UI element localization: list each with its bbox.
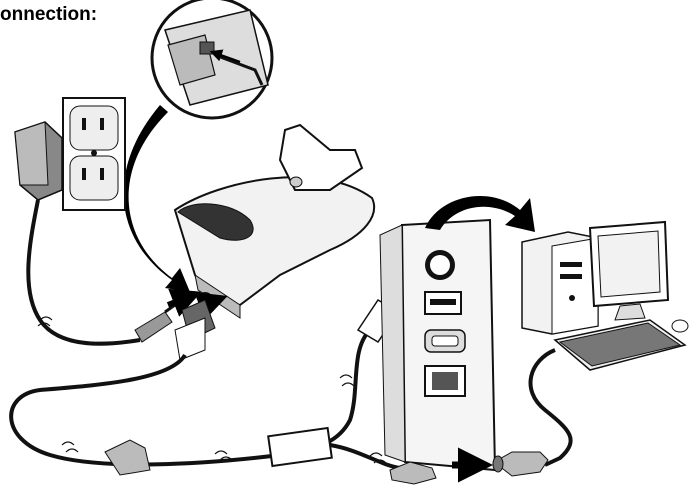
usb-port-icon (424, 291, 462, 315)
ethernet-port-icon (424, 365, 466, 397)
cable-break-marks (37, 316, 387, 464)
serial-port-icon (424, 329, 466, 353)
magnified-jack-inset (150, 0, 274, 120)
connection-heading: onnection: (0, 4, 98, 25)
mouse-icon (671, 319, 689, 333)
charging-cradle-icon (173, 123, 376, 319)
computer-tower-icon (521, 231, 599, 335)
ps2-port-icon (425, 250, 455, 280)
monitor-icon (588, 220, 670, 321)
power-cord (26, 199, 141, 346)
panel-to-computer-arrow (425, 196, 535, 232)
power-plug-arrow (166, 288, 202, 317)
cradle-cable-connector-icon (174, 299, 216, 361)
cable-ps2-plug-icon (389, 461, 437, 485)
keyboard-cable (528, 348, 573, 467)
inset-pointer-arrow (123, 105, 190, 292)
cable-split-connector-icon (104, 426, 401, 476)
power-plug-icon (134, 298, 183, 343)
power-outlet-icon (62, 97, 126, 211)
keyboard-icon (553, 319, 687, 371)
power-adapter-icon (14, 121, 63, 201)
keyboard-ps2-plug-icon (492, 451, 549, 477)
